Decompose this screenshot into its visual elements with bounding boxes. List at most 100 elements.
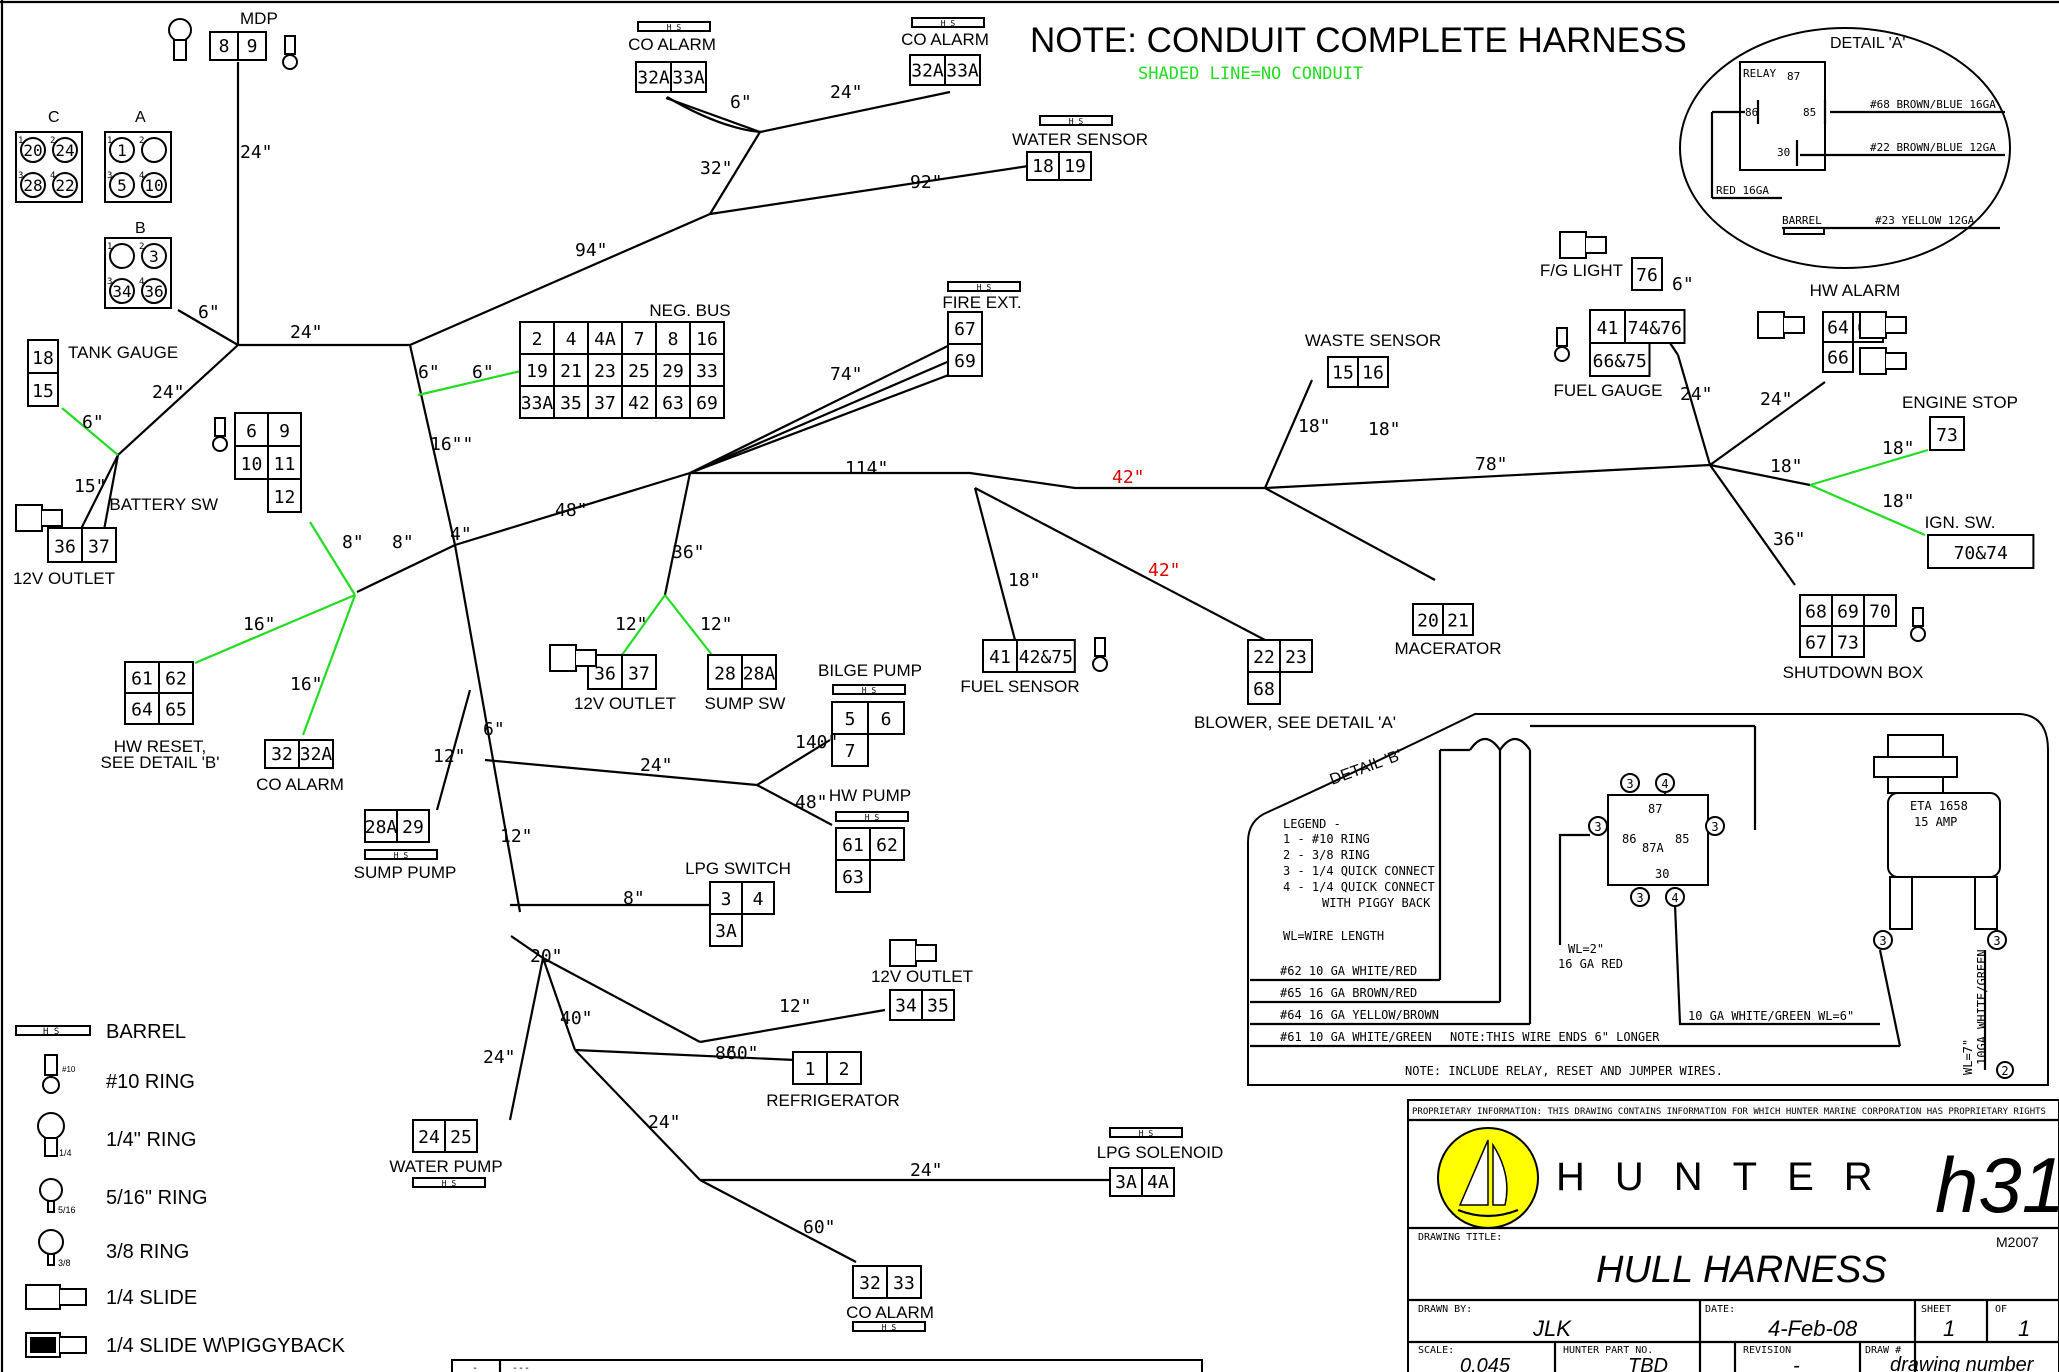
component-label: TANK GAUGE bbox=[68, 343, 178, 362]
pin-label: 28A bbox=[743, 663, 776, 684]
wire-length: 16"" bbox=[430, 434, 473, 455]
svg-text:---: --- bbox=[512, 1363, 530, 1372]
wire-length: 42" bbox=[1112, 467, 1145, 488]
legend-ring14: 1/4 1/4" RING bbox=[37, 1112, 196, 1158]
pin-label: 9 bbox=[279, 421, 290, 442]
pin-label: 20 bbox=[1417, 610, 1439, 631]
svg-text:10 GA WHITE/GREEN WL=6": 10 GA WHITE/GREEN WL=6" bbox=[1688, 1009, 1854, 1023]
label-b: B bbox=[135, 220, 146, 237]
pin-label: 3A bbox=[1115, 1172, 1137, 1193]
component-label: WASTE SENSOR bbox=[1305, 331, 1441, 350]
pin-label: 66 bbox=[1827, 348, 1849, 369]
svg-text:DATE:: DATE: bbox=[1705, 1304, 1735, 1315]
detail-a-title: DETAIL 'A' bbox=[1830, 35, 1905, 52]
pin-label: 2 bbox=[532, 329, 543, 350]
no-conduit-wire bbox=[664, 594, 713, 656]
wire bbox=[541, 957, 577, 1051]
svg-text:10: 10 bbox=[144, 176, 163, 195]
pin-label: 23 bbox=[1285, 647, 1307, 668]
wire-length: 12" bbox=[615, 614, 648, 635]
wire-length: 24" bbox=[830, 82, 863, 103]
component-label: CO ALARM bbox=[901, 30, 989, 49]
wire bbox=[510, 935, 544, 959]
detail-a: DETAIL 'A' RELAY 87 86 85 30 #68 BROWN/B… bbox=[1679, 27, 2011, 269]
wire bbox=[542, 957, 701, 1043]
wire-length: 6" bbox=[483, 719, 505, 740]
wiring bbox=[61, 62, 1929, 1263]
wire bbox=[435, 689, 472, 811]
svg-text:3: 3 bbox=[18, 171, 23, 181]
circle-connector-b: B 3 34 36 1 2 3 4 bbox=[104, 220, 172, 309]
pin-label: 42 bbox=[628, 393, 650, 414]
pin-label: 18 bbox=[32, 348, 54, 369]
wire bbox=[408, 344, 457, 546]
no-conduit-wire bbox=[1809, 448, 1929, 487]
component-label: LPG SOLENOID bbox=[1097, 1143, 1224, 1162]
svg-text:3: 3 bbox=[149, 247, 159, 266]
pin-label: 21 bbox=[560, 361, 582, 382]
wire bbox=[756, 784, 833, 826]
no-conduit-wire bbox=[309, 521, 356, 596]
svg-text:#62 10 GA WHITE/RED: #62 10 GA WHITE/RED bbox=[1280, 964, 1417, 978]
pin-label: 74&76 bbox=[1628, 318, 1682, 339]
wire-length: 42" bbox=[1148, 560, 1181, 581]
component-label-2: SEE DETAIL 'B' bbox=[101, 753, 220, 772]
svg-text:#61 10 GA WHITE/GREEN: #61 10 GA WHITE/GREEN bbox=[1280, 1030, 1432, 1044]
pin-label: 4A bbox=[1147, 1172, 1169, 1193]
pin-label: 70&74 bbox=[1954, 543, 2008, 564]
svg-text:16 GA RED: 16 GA RED bbox=[1558, 957, 1623, 971]
pin-label: 32A bbox=[911, 61, 944, 82]
pin-label: 25 bbox=[450, 1127, 472, 1148]
component-label: MDP bbox=[240, 9, 278, 28]
pin-label: 37 bbox=[594, 393, 616, 414]
wire bbox=[102, 454, 120, 531]
svg-text:5/16" RING: 5/16" RING bbox=[106, 1187, 208, 1209]
svg-text:#68 BROWN/BLUE 16GA: #68 BROWN/BLUE 16GA bbox=[1870, 98, 1996, 111]
pin-label: 19 bbox=[526, 361, 548, 382]
wire-length: 24" bbox=[152, 382, 185, 403]
component-label: IGN. SW. bbox=[1925, 513, 1996, 532]
pin-label: 16 bbox=[1362, 363, 1384, 384]
pin-label: 61 bbox=[842, 835, 864, 856]
sheet-of: 1 bbox=[2018, 1316, 2030, 1341]
wire bbox=[177, 309, 239, 346]
wire-length: 24" bbox=[1680, 384, 1713, 405]
svg-text:H S: H S bbox=[1139, 1129, 1154, 1138]
pin-label: 24 bbox=[418, 1127, 440, 1148]
svg-text:30: 30 bbox=[1655, 867, 1669, 881]
pin-label: 69 bbox=[696, 393, 718, 414]
slide-terminal-icon bbox=[1757, 311, 1805, 339]
component-label: CO ALARM bbox=[256, 775, 344, 794]
component-label: SUMP SW bbox=[705, 694, 786, 713]
pin-label: 4 bbox=[753, 889, 764, 910]
svg-text:86: 86 bbox=[1745, 106, 1758, 119]
svg-text:3 - 1/4 QUICK CONNECT: 3 - 1/4 QUICK CONNECT bbox=[1283, 864, 1435, 878]
component-label: FUEL GAUGE bbox=[1554, 381, 1663, 400]
wire bbox=[689, 348, 976, 475]
pin-label: 28 bbox=[714, 663, 736, 684]
barrel-tag: H S bbox=[364, 849, 438, 860]
svg-text:4 - 1/4 QUICK CONNECT: 4 - 1/4 QUICK CONNECT bbox=[1283, 880, 1435, 894]
pin-label: 1 bbox=[805, 1059, 816, 1080]
svg-text:LEGEND -: LEGEND - bbox=[1283, 817, 1341, 831]
svg-text:3: 3 bbox=[107, 171, 112, 181]
wire bbox=[699, 1008, 886, 1044]
component-label: HW RESET, bbox=[114, 737, 207, 756]
wire-length: 15" bbox=[74, 476, 107, 497]
pin-label: 22 bbox=[1253, 647, 1275, 668]
svg-text:30: 30 bbox=[1777, 146, 1790, 159]
svg-text:3: 3 bbox=[1879, 934, 1886, 948]
ring-terminal-icon bbox=[1554, 327, 1570, 362]
wire-length: 8" bbox=[342, 532, 364, 553]
barrel-tag: H S bbox=[852, 1321, 926, 1332]
